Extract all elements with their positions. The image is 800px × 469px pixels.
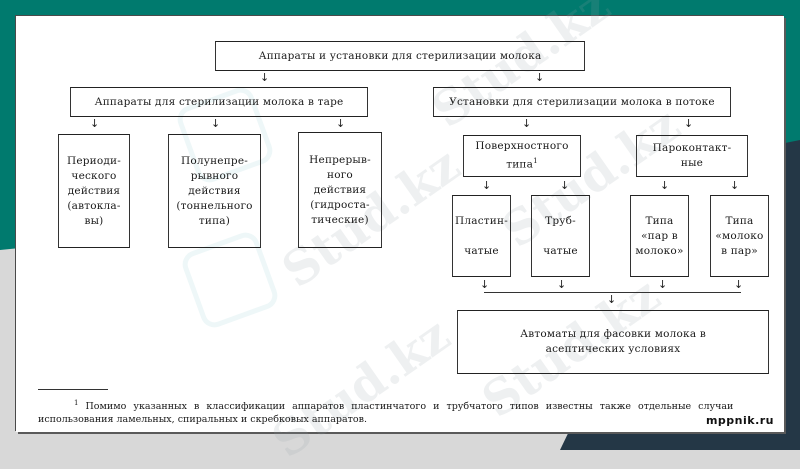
brand-logo: mppnik.ru [705, 414, 774, 427]
arrow-down-icon: ↓ [658, 278, 668, 291]
footnote-marker: 1 [533, 157, 538, 166]
node-semi-continuous-tunnel: Полунепре- рывного действия (тоннельного… [168, 134, 261, 248]
node-steam-into-milk: Типа «пар в молоко» [630, 195, 689, 277]
footnote-marker: 1 [74, 399, 79, 407]
footnote: 1 Помимо указанных в классификации аппар… [38, 397, 778, 426]
footnote-text-1: Помимо указанных в классификации аппарат… [85, 401, 734, 413]
root-node: Аппараты и установки для стерилизации мо… [215, 41, 585, 71]
arrow-down-icon: ↓ [557, 278, 567, 291]
node-in-container: Аппараты для стерилизации молока в таре [70, 87, 368, 117]
arrow-down-icon: ↓ [535, 71, 545, 84]
arrow-down-icon: ↓ [480, 278, 490, 291]
node-tubular: Труб- чатые [531, 195, 590, 277]
connector-line [484, 292, 741, 293]
node-surface-type: Поверхностного типа1 [463, 135, 581, 177]
arrow-down-icon: ↓ [730, 179, 740, 192]
arrow-down-icon: ↓ [260, 71, 270, 84]
arrow-down-icon: ↓ [560, 179, 570, 192]
footnote-line-2: использования ламельных, спиральных и ск… [38, 414, 367, 426]
arrow-down-icon: ↓ [660, 179, 670, 192]
node-aseptic-filling: Автоматы для фасовки молока в асептическ… [457, 310, 769, 374]
arrow-down-icon: ↓ [90, 117, 100, 130]
arrow-down-icon: ↓ [734, 278, 744, 291]
node-milk-into-steam: Типа «молоко в пар» [710, 195, 769, 277]
arrow-down-icon: ↓ [336, 117, 346, 130]
node-continuous-hydrostatic: Непрерыв- ного действия (гидроста- тичес… [298, 132, 382, 248]
node-steam-contact: Пароконтакт- ные [636, 135, 748, 177]
node-batch-autoclave: Периоди- ческого действия (автокла- вы) [58, 134, 130, 248]
slide-page [16, 16, 784, 432]
footnote-divider [38, 389, 108, 390]
arrow-down-icon: ↓ [211, 117, 221, 130]
arrow-down-icon: ↓ [482, 179, 492, 192]
arrow-down-icon: ↓ [684, 117, 694, 130]
arrow-down-icon: ↓ [607, 293, 617, 306]
arrow-down-icon: ↓ [522, 117, 532, 130]
node-plate: Пластин- чатые [452, 195, 511, 277]
node-in-flow: Установки для стерилизации молока в пото… [433, 87, 731, 117]
node-surface-type-label: Поверхностного типа1 [475, 140, 569, 171]
footnote-line-1: 1 Помимо указанных в классификации аппар… [38, 397, 778, 413]
